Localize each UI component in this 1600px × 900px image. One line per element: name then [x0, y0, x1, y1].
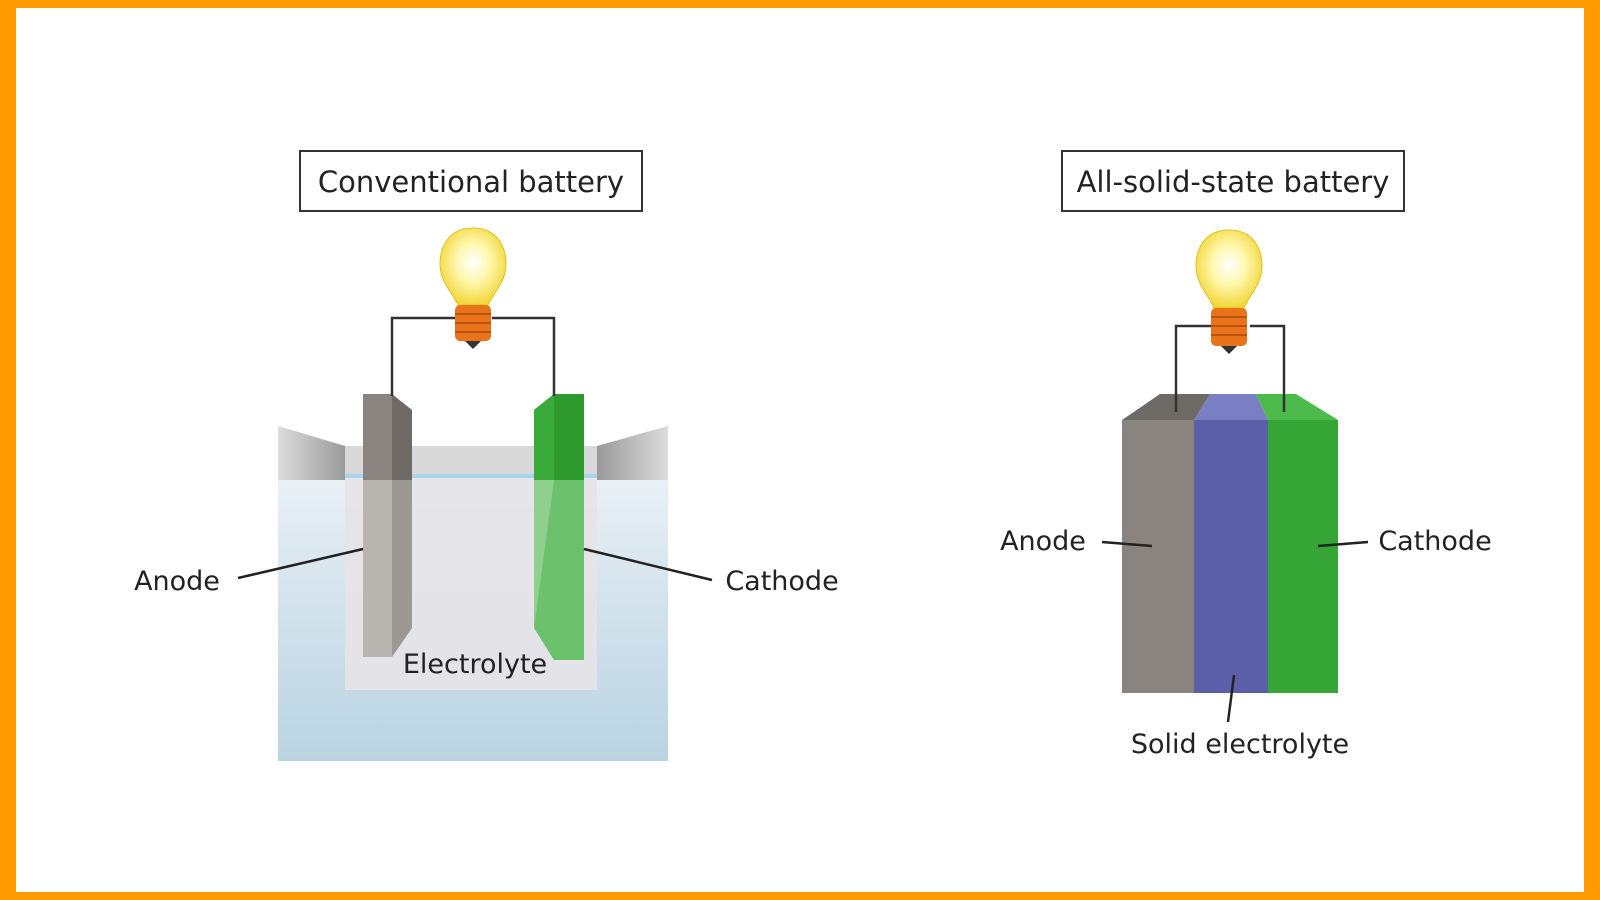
- solid-light-bulb-icon: [1195, 229, 1263, 354]
- solid-state-title-box: [1061, 150, 1405, 212]
- conventional-title-box: [299, 150, 643, 212]
- wire-left: [390, 316, 455, 396]
- conventional-title: Conventional battery: [318, 165, 624, 199]
- solid-electrolyte-leader-line: [1226, 674, 1236, 723]
- solid-anode-label: Anode: [1000, 526, 1086, 557]
- solid-anode-layer: [1122, 420, 1194, 693]
- solid-state-battery: All-solid-state battery Anode Cathode So…: [1000, 150, 1492, 760]
- wire-right: [492, 316, 556, 396]
- solid-electrolyte-label: Solid electrolyte: [1131, 729, 1349, 760]
- conventional-cathode-label: Cathode: [725, 566, 838, 597]
- solid-wire-left: [1174, 324, 1215, 412]
- solid-anode-leader-line: [1101, 540, 1153, 548]
- solid-state-title: All-solid-state battery: [1077, 165, 1390, 199]
- solid-cathode-leader-line: [1317, 540, 1369, 548]
- anode-leader-line: [237, 547, 364, 580]
- solid-wire-right: [1250, 324, 1286, 412]
- anode-plate: [363, 394, 412, 657]
- cathode-plate: [534, 394, 584, 660]
- solid-cathode-layer: [1268, 420, 1338, 693]
- conventional-anode-label: Anode: [134, 566, 220, 597]
- solid-cathode-label: Cathode: [1378, 526, 1491, 557]
- conventional-battery: Conventional battery: [134, 150, 839, 761]
- electrolyte-container: [278, 426, 668, 761]
- conventional-electrolyte-label: Electrolyte: [403, 649, 547, 680]
- cathode-leader-line: [583, 547, 713, 582]
- solid-electrolyte-layer: [1194, 420, 1268, 693]
- light-bulb-icon: [439, 227, 507, 349]
